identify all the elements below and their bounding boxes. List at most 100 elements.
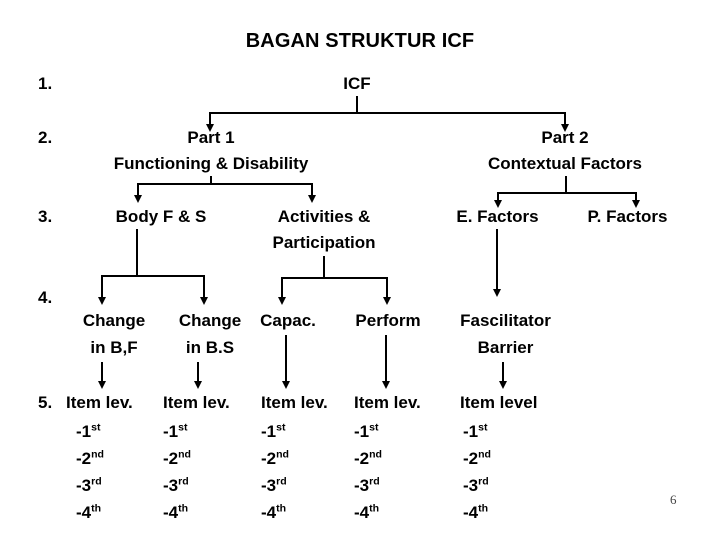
list-item: -1st (354, 418, 382, 445)
ordinal-number: -1 (261, 422, 277, 441)
node-p-factors: P. Factors (587, 207, 668, 226)
arrow-perform-to-item (382, 381, 390, 389)
connector-part2-stem (565, 176, 567, 193)
ordinal-number: -1 (163, 422, 179, 441)
ordinal-suffix: rd (276, 475, 287, 488)
ordinal-number: -2 (354, 449, 370, 468)
ordinal-suffix: nd (478, 448, 491, 461)
node-fascilitator: Fascilitator (460, 311, 551, 330)
ordinal-number: -3 (354, 476, 370, 495)
ordinal-number: -4 (261, 503, 277, 522)
ordinal-number: -4 (76, 503, 92, 522)
arrow-bodyfs-to-change-bs (200, 297, 208, 305)
node-part1-title: Part 1 (187, 128, 235, 147)
row-number-2: 2. (38, 128, 53, 147)
list-item: -2nd (76, 445, 104, 472)
connector-icf-stem (356, 96, 358, 113)
connector-bodyfs-bar (101, 275, 205, 277)
ordinal-suffix: st (91, 421, 101, 434)
connector-change-bf-to-item (101, 362, 103, 383)
node-perform: Perform (355, 311, 421, 330)
ordinal-suffix: th (276, 502, 287, 515)
item-level-list-2: -1st -2nd -3rd -4th (163, 418, 191, 526)
ordinal-number: -1 (354, 422, 370, 441)
connector-activities-to-capac (281, 277, 283, 299)
ordinal-number: -3 (76, 476, 92, 495)
list-item: -3rd (76, 472, 104, 499)
connector-activities-stem (323, 256, 325, 278)
connector-part1-to-activities (311, 183, 313, 197)
ordinal-suffix: th (91, 502, 102, 515)
ordinal-suffix: st (369, 421, 379, 434)
connector-bodyfs-to-change-bs (203, 275, 205, 299)
ordinal-suffix: st (178, 421, 188, 434)
arrow-efactors-to-fascilitator (493, 289, 501, 297)
item-level-heading-3: Item lev. (261, 393, 328, 412)
node-change-in-bs-line2: in B.S (185, 338, 235, 357)
connector-part2-bar (497, 192, 637, 194)
ordinal-number: -2 (76, 449, 92, 468)
list-item: -1st (76, 418, 104, 445)
list-item: -3rd (163, 472, 191, 499)
node-change-in-bs-line1: Change (178, 311, 242, 330)
connector-activities-bar (281, 277, 388, 279)
connector-icf-to-part1 (209, 112, 211, 126)
item-level-list-5: -1st -2nd -3rd -4th (463, 418, 491, 526)
item-level-heading-1: Item lev. (66, 393, 133, 412)
connector-part2-to-efactors (497, 192, 499, 202)
page-title: BAGAN STRUKTUR ICF (245, 30, 475, 52)
connector-perform-to-item (385, 335, 387, 383)
ordinal-suffix: th (178, 502, 189, 515)
row-number-3: 3. (38, 207, 53, 226)
page-number: 6 (670, 492, 677, 507)
connector-icf-to-part2 (564, 112, 566, 126)
node-body-f-and-s: Body F & S (115, 207, 207, 226)
ordinal-number: -3 (463, 476, 479, 495)
arrow-activities-to-perform (383, 297, 391, 305)
node-change-in-bf-line1: Change (82, 311, 146, 330)
node-part1-subtitle: Functioning & Disability (113, 154, 309, 173)
ordinal-number: -3 (261, 476, 277, 495)
list-item: -2nd (354, 445, 382, 472)
arrow-part1-to-activities (308, 195, 316, 203)
ordinal-suffix: nd (276, 448, 289, 461)
list-item: -3rd (463, 472, 491, 499)
connector-barrier-to-item (502, 362, 504, 383)
arrow-icf-to-part2 (561, 124, 569, 132)
ordinal-suffix: st (276, 421, 286, 434)
arrow-part2-to-efactors (494, 200, 502, 208)
node-activities: Activities & (277, 207, 371, 226)
list-item: -2nd (163, 445, 191, 472)
node-participation: Participation (272, 233, 376, 252)
ordinal-suffix: st (478, 421, 488, 434)
node-part2-title: Part 2 (541, 128, 589, 147)
ordinal-suffix: rd (91, 475, 102, 488)
arrow-capac-to-item (282, 381, 290, 389)
list-item: -4th (463, 499, 491, 526)
ordinal-suffix: rd (369, 475, 380, 488)
item-level-list-1: -1st -2nd -3rd -4th (76, 418, 104, 526)
arrow-activities-to-capac (278, 297, 286, 305)
arrow-bodyfs-to-change-bf (98, 297, 106, 305)
item-level-heading-5: Item level (460, 393, 538, 412)
connector-bodyfs-stem (136, 229, 138, 276)
row-number-1: 1. (38, 74, 53, 93)
arrow-part1-to-bodyfs (134, 195, 142, 203)
node-icf: ICF (343, 74, 371, 93)
connector-change-bs-to-item (197, 362, 199, 383)
connector-efactors-to-fascilitator (496, 229, 498, 291)
connector-capac-to-item (285, 335, 287, 383)
ordinal-suffix: nd (369, 448, 382, 461)
row-number-5: 5. (38, 393, 53, 412)
ordinal-number: -1 (76, 422, 92, 441)
list-item: -4th (163, 499, 191, 526)
item-level-list-3: -1st -2nd -3rd -4th (261, 418, 289, 526)
item-level-heading-4: Item lev. (354, 393, 421, 412)
node-barrier: Barrier (477, 338, 534, 357)
node-part2-subtitle: Contextual Factors (488, 154, 642, 173)
ordinal-number: -4 (463, 503, 479, 522)
arrow-barrier-to-item (499, 381, 507, 389)
ordinal-number: -4 (354, 503, 370, 522)
connector-part1-to-bodyfs (137, 183, 139, 197)
ordinal-number: -2 (463, 449, 479, 468)
